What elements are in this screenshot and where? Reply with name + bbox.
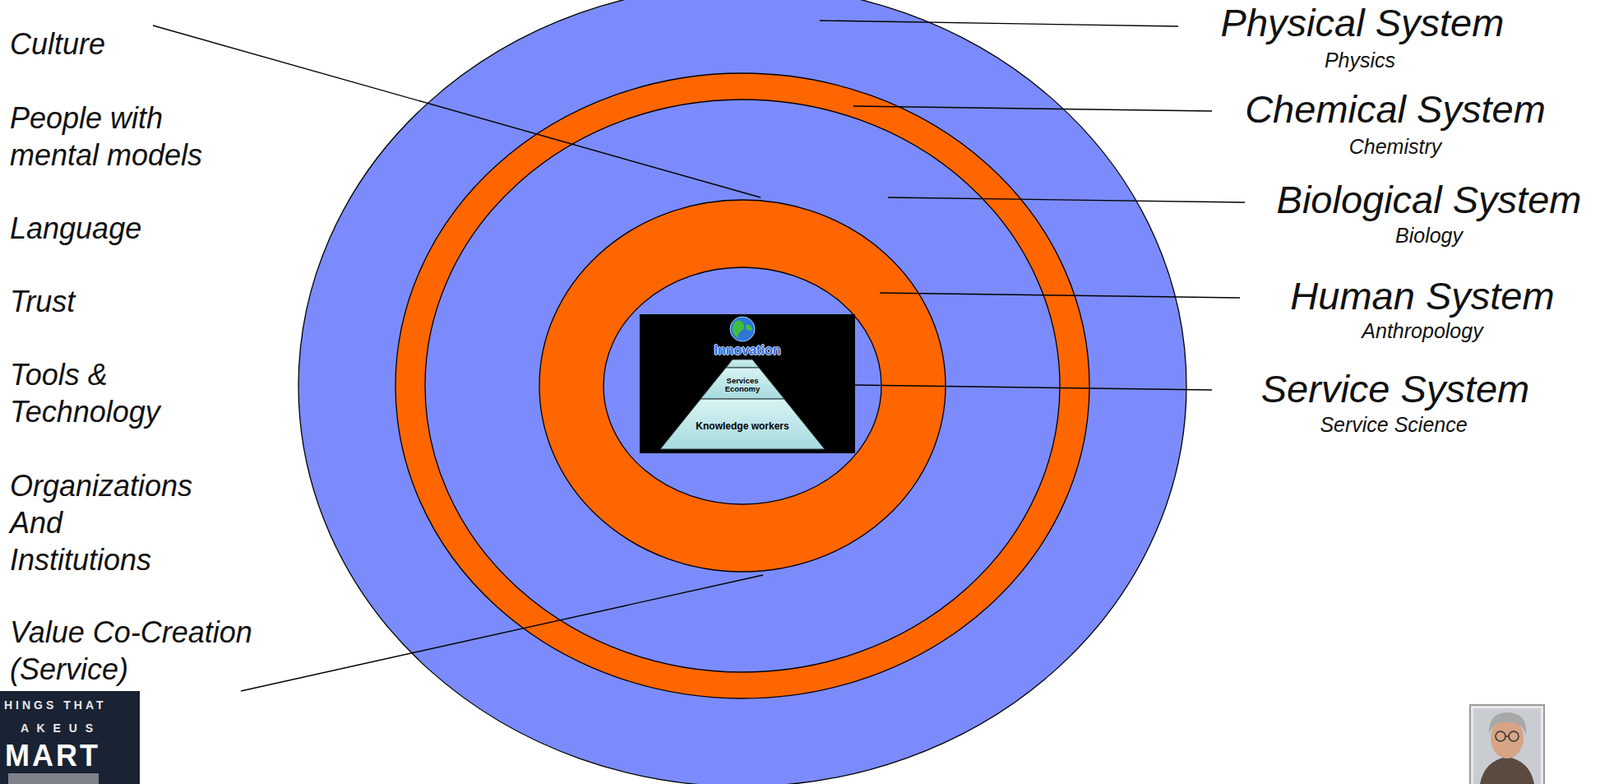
system-name: Service System	[1261, 367, 1530, 411]
physical-ring	[298, 0, 1187, 784]
pyramid-outline	[660, 398, 825, 449]
chemical-ring	[395, 73, 1090, 699]
book-cover-ground	[0, 690, 140, 784]
component-label: Organizations And Institutions	[9, 467, 208, 579]
leader-line	[853, 106, 1212, 111]
biological-ring	[425, 99, 1060, 672]
globe-icon	[730, 316, 755, 342]
pyramid-tier: Services Economy	[700, 367, 785, 399]
pyramid-base: Knowledge workers	[660, 398, 825, 449]
photo-frame	[1470, 704, 1545, 784]
discipline-name: Biology	[1395, 223, 1463, 247]
photo-ground	[1473, 707, 1541, 784]
discipline-name: Physics	[1324, 48, 1396, 72]
innovation-panel: InnovationServices EconomyKnowledge work…	[639, 314, 856, 454]
book-cover	[0, 690, 140, 784]
component-label: People with mental models	[9, 99, 216, 174]
leader-line	[887, 197, 1245, 203]
portrait-photo	[1470, 704, 1545, 784]
discipline-name: Anthropology	[1361, 319, 1483, 343]
system-name: Chemical System	[1244, 87, 1546, 131]
book-title-text: MART	[4, 738, 101, 773]
system-name: Biological System	[1276, 178, 1582, 222]
book-title-text: HINGS THAT	[4, 698, 107, 712]
component-label: Tools & Technology	[9, 356, 216, 431]
photo-glasses	[1495, 730, 1519, 741]
discipline-name: Chemistry	[1349, 134, 1443, 158]
system-name: Human System	[1290, 274, 1554, 318]
globe-land	[745, 323, 753, 331]
tier-text: Services Economy	[716, 376, 768, 394]
photo-shirt	[1479, 756, 1535, 784]
tier-text: Knowledge workers	[695, 420, 789, 432]
system-name: Physical System	[1220, 1, 1505, 45]
discipline-name: Service Science	[1319, 412, 1467, 436]
component-label: Trust	[9, 282, 216, 320]
innovation-title: Innovation	[639, 343, 856, 357]
leader-line	[819, 20, 1179, 27]
pyramid-outline	[700, 367, 785, 399]
leader-line	[240, 574, 764, 691]
photo-hair	[1489, 712, 1527, 735]
globe-land	[732, 319, 745, 338]
component-label: Value Co-Creation (Service)	[9, 613, 273, 688]
leader-line	[855, 384, 1212, 390]
leader-line	[879, 292, 1240, 298]
component-label: Language	[9, 209, 216, 247]
book-title-text: A K E U S	[20, 721, 96, 735]
service-ring	[603, 267, 882, 505]
component-label: Culture	[9, 25, 216, 63]
leader-line	[152, 25, 761, 198]
book-cover-picture	[8, 772, 99, 784]
pyramid-cap	[726, 359, 759, 368]
leader-lines	[152, 20, 1245, 691]
